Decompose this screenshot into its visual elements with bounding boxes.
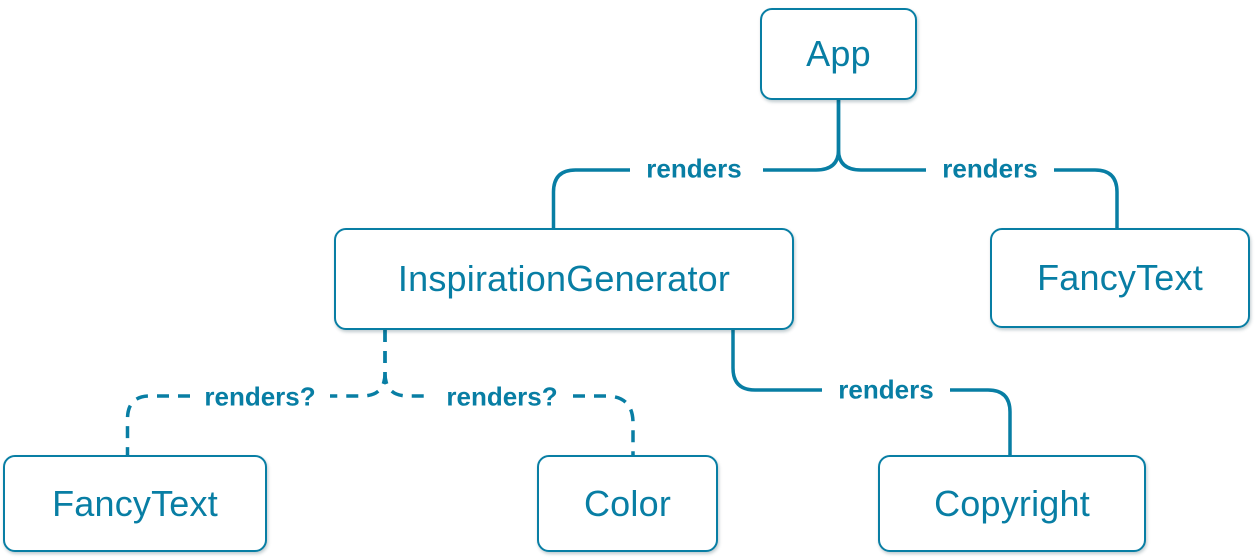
edge-label-renders-conditional-fancytext: renders? xyxy=(204,381,316,412)
edge-label-renders-app-inspirationgenerator: renders xyxy=(646,153,742,184)
edge-inspirationgenerator-to-copyright xyxy=(731,330,1012,455)
node-copyright: Copyright xyxy=(878,455,1146,552)
node-app-label: App xyxy=(806,33,871,74)
edge-label-renders-copyright: renders xyxy=(838,374,934,405)
node-copyright-label: Copyright xyxy=(934,482,1090,524)
node-fancy-text-right: FancyText xyxy=(990,228,1250,328)
edge-label-renders-conditional-color: renders? xyxy=(446,381,558,412)
node-fancy-text-right-label: FancyText xyxy=(1037,257,1203,298)
node-fancy-text-left: FancyText xyxy=(3,455,267,552)
edge-inspirationgenerator-to-color xyxy=(383,330,635,455)
node-fancy-text-left-label: FancyText xyxy=(52,482,218,524)
node-inspiration-generator-label: InspirationGenerator xyxy=(397,258,731,299)
node-color-label: Color xyxy=(583,482,672,524)
node-color: Color xyxy=(537,455,718,552)
edge-app-to-fancytext xyxy=(836,100,1119,228)
edge-label-renders-app-fancytext: renders xyxy=(942,153,1038,184)
node-inspiration-generator: InspirationGenerator xyxy=(334,228,794,330)
node-app: App xyxy=(760,8,917,100)
